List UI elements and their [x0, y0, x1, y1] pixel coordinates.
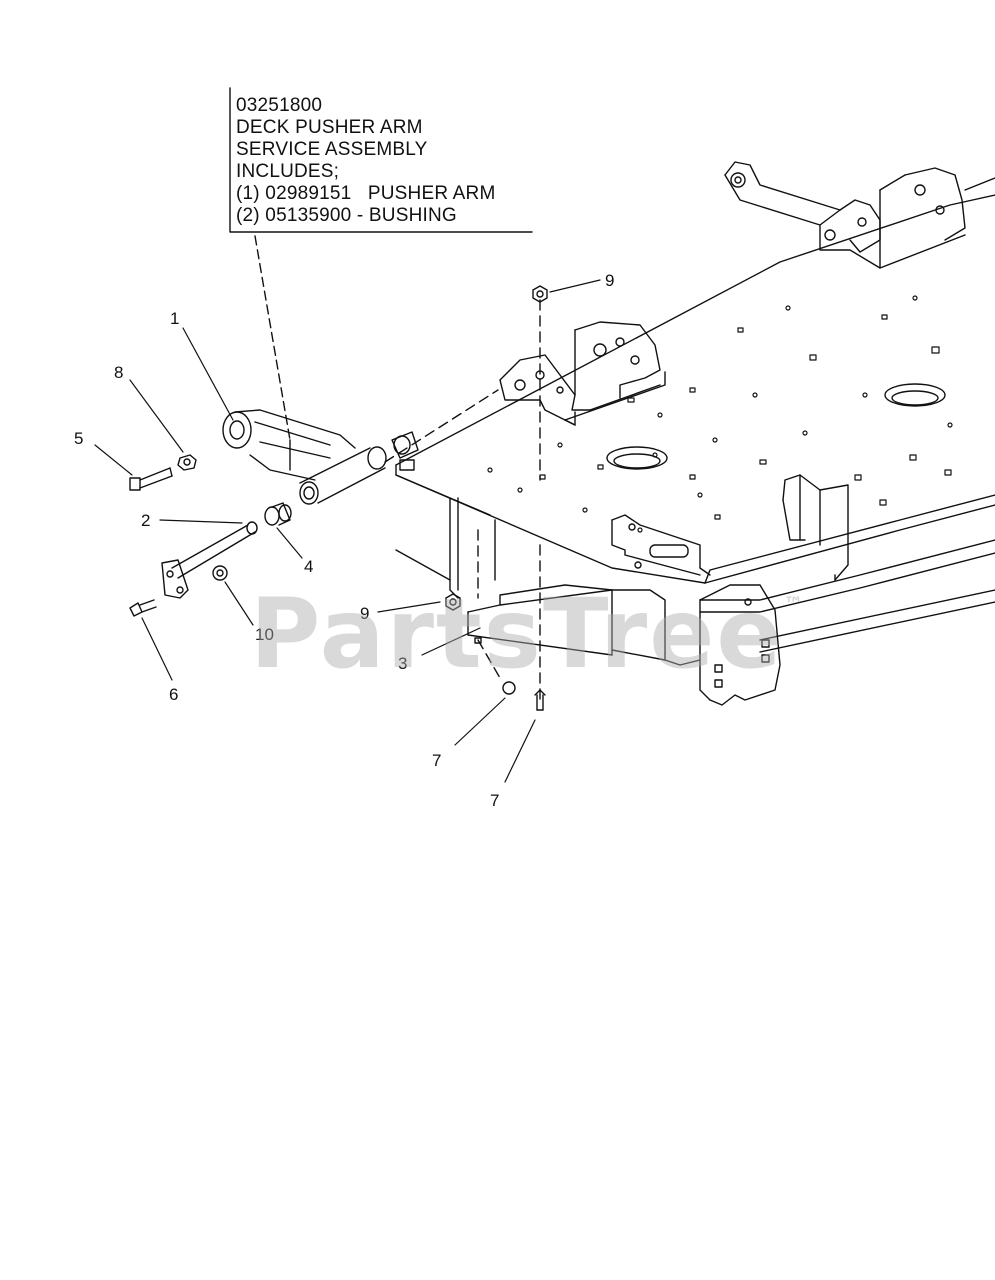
rear-bracket: [724, 161, 995, 269]
pusher-tube: [299, 446, 387, 505]
callout-3: 3: [398, 654, 408, 673]
callout-9-upper: 9: [605, 271, 615, 290]
deck-holes: [487, 295, 953, 533]
callout-7-left: 7: [432, 751, 442, 770]
bushing-part: [264, 502, 292, 526]
nut-part: [177, 454, 197, 471]
side-bracket: [782, 474, 849, 581]
deck-plate: [395, 194, 995, 584]
callout-7-right: 7: [490, 791, 500, 810]
side-plate: [699, 584, 781, 706]
watermark: PartsTree™: [250, 578, 805, 690]
note-line-title: DECK PUSHER ARM: [236, 117, 423, 138]
leader-lines: [94, 279, 601, 783]
alignment-lines: [384, 299, 541, 701]
callout-5: 5: [74, 429, 84, 448]
washer-part: [212, 565, 228, 581]
hitch-bracket: [611, 514, 711, 576]
bolt-part: [129, 467, 173, 491]
note-line-includes: INCLUDES;: [236, 161, 340, 182]
note-part-number: 03251800: [236, 95, 323, 116]
locknut-parts: [445, 285, 548, 611]
note-line-item2: (2) 05135900 - BUSHING: [236, 205, 457, 226]
bushing-upper: [391, 431, 419, 471]
small-bolt-part: [129, 599, 157, 617]
front-bracket: [499, 321, 666, 426]
callout-9-lower: 9: [360, 604, 370, 623]
rivet-parts: [502, 681, 546, 711]
note-line-subtitle: SERVICE ASSEMBLY: [236, 139, 428, 160]
callout-10: 10: [255, 625, 274, 644]
callout-6: 6: [169, 685, 179, 704]
note-line-item1: (1) 02989151 PUSHER ARM: [236, 183, 496, 204]
callout-1: 1: [170, 309, 180, 328]
watermark-text: PartsTree: [250, 578, 784, 690]
pusher-arm: [222, 409, 356, 481]
spindle-openings: [606, 383, 946, 470]
callout-2: 2: [141, 511, 151, 530]
watermark-tm: ™: [783, 592, 806, 616]
callout-8: 8: [114, 363, 124, 382]
note-bracket: [229, 87, 533, 441]
callout-4: 4: [304, 557, 314, 576]
service-assembly-note: 03251800 DECK PUSHER ARM SERVICE ASSEMBL…: [236, 95, 536, 227]
pin-part: [161, 521, 258, 599]
